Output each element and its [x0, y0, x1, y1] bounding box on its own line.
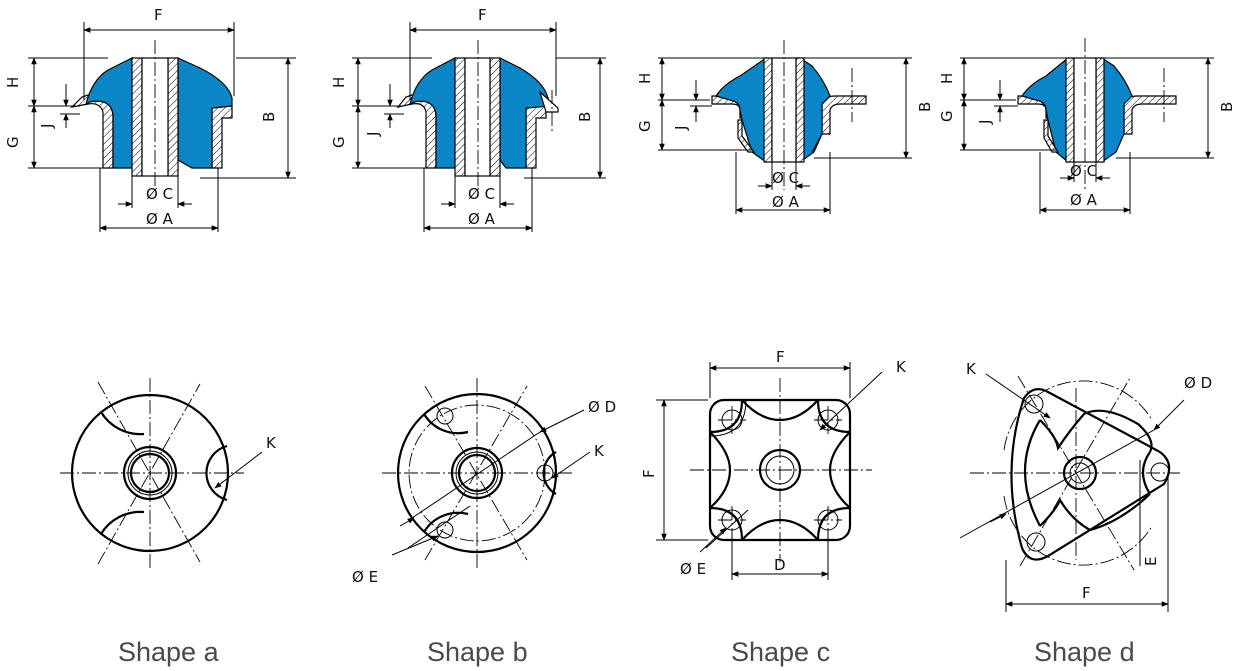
shape-c-label-F-side: F	[640, 469, 658, 478]
shape-b-rubber-left	[409, 57, 456, 169]
shape-d-rubber-right	[1101, 56, 1133, 164]
shape-a-label-F: F	[154, 6, 163, 24]
shape-a-rubber-right	[177, 57, 233, 169]
shape-c-label-B: B	[916, 102, 934, 112]
shape-a-label-K: K	[266, 434, 277, 452]
shape-a-sleeve-right	[211, 105, 233, 169]
shape-c-label-E: Ø E	[680, 560, 706, 578]
shape-c-label-J: J	[672, 126, 690, 131]
shape-c-label-F-top: F	[776, 348, 785, 366]
shape-a-label-A: Ø A	[146, 210, 174, 228]
shape-d-caption: Shape d	[1034, 637, 1135, 667]
shape-d-plan: K Ø D F E	[959, 360, 1212, 612]
shape-b-label-B: B	[576, 112, 594, 122]
shape-a-slot-top	[100, 411, 145, 436]
shape-c-rubber-right	[799, 56, 831, 164]
shape-d-label-J: J	[976, 120, 994, 125]
shape-d-label-A: Ø A	[1070, 191, 1098, 209]
shape-b-label-K: K	[594, 442, 605, 460]
shape-c-plan: F F K Ø E D	[640, 348, 907, 580]
shape-b-label-C: Ø C	[468, 185, 495, 203]
shape-a-plan: K	[60, 378, 277, 568]
shape-c-label-C: Ø C	[772, 169, 799, 187]
shape-d-label-H: H	[938, 73, 956, 84]
shape-a-label-G: G	[4, 136, 22, 148]
shape-a-caption: Shape a	[118, 637, 220, 667]
shape-d-label-F: F	[1082, 584, 1091, 602]
shape-b-caption: Shape b	[427, 637, 528, 667]
shape-b-label-G: G	[330, 136, 348, 148]
shape-d-outline	[1010, 387, 1171, 561]
shape-d-rubber-left	[1021, 56, 1069, 164]
shape-c-label-D: D	[774, 556, 786, 574]
shape-b-label-H: H	[330, 77, 348, 88]
shape-b-section: F H G J B Ø C Ø A	[330, 6, 606, 232]
shape-c-label-H: H	[636, 73, 654, 84]
shape-d-label-G: G	[938, 110, 956, 122]
shape-b-label-F: F	[478, 6, 487, 24]
shape-b-label-D: Ø D	[588, 398, 616, 416]
shape-c-section: H G J B Ø C Ø A	[636, 40, 934, 214]
shape-a-rubber-left	[85, 57, 133, 169]
shape-a-tube-left	[131, 57, 143, 177]
shape-a-slot-bottom	[100, 510, 145, 535]
shape-c-caption: Shape c	[731, 637, 830, 667]
shape-d-label-B: B	[1218, 102, 1236, 112]
shape-b-label-E: Ø E	[352, 568, 378, 586]
shape-c-label-K: K	[896, 358, 907, 376]
shape-a-tube-right	[167, 57, 179, 177]
shape-a-label-B: B	[260, 112, 278, 122]
shape-d-section: H G J B Ø C Ø A	[938, 38, 1236, 214]
shape-a-label-C: Ø C	[146, 185, 173, 203]
shape-d-label-C: Ø C	[1070, 162, 1097, 180]
shape-b-rubber-right	[499, 57, 551, 169]
shape-a-slot-right	[205, 444, 228, 502]
shape-a-section: F H G J B Ø C Ø A	[4, 6, 296, 232]
shape-c-label-A: Ø A	[772, 193, 800, 211]
shape-a-label-J: J	[38, 124, 56, 129]
shape-b-label-A: Ø A	[468, 210, 496, 228]
shape-d-label-K: K	[966, 360, 977, 378]
shape-c-rubber-left	[715, 56, 767, 164]
shape-d-label-E: E	[1142, 557, 1160, 566]
shape-b-plan: Ø D K Ø E	[352, 378, 616, 586]
shape-b-label-J: J	[364, 132, 382, 137]
shape-c-label-G: G	[636, 120, 654, 132]
shape-d-label-D: Ø D	[1184, 374, 1212, 392]
shape-a-label-H: H	[4, 77, 22, 88]
